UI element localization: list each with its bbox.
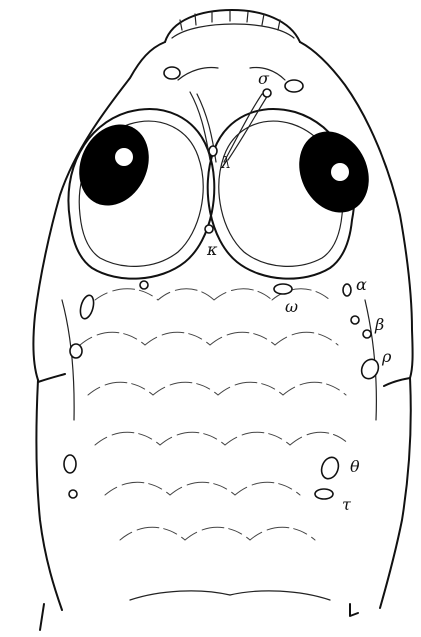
label-tau: τ xyxy=(342,495,352,514)
label-beta: β xyxy=(374,315,384,334)
pore-right-nostril xyxy=(285,80,303,92)
label-alpha: α xyxy=(356,275,367,294)
pore-beta-2 xyxy=(363,330,371,338)
pore-theta xyxy=(319,455,342,481)
body-outline xyxy=(36,374,410,610)
pore-lambda xyxy=(209,146,217,156)
scale-pattern xyxy=(80,289,350,600)
pore-left-upper xyxy=(78,294,96,320)
pore-beta-1 xyxy=(351,316,359,324)
pore-left-lower-1 xyxy=(64,455,76,473)
left-eye-glint xyxy=(115,148,133,166)
head-outline xyxy=(33,42,412,380)
pore-left-nostril xyxy=(164,67,180,79)
pore-omega xyxy=(274,284,292,294)
pore-rho xyxy=(359,357,382,382)
label-rho: ρ xyxy=(381,347,392,366)
pore-alpha xyxy=(343,284,351,296)
pore-left-lower-2 xyxy=(69,490,77,498)
pore-left-cheek xyxy=(140,281,148,289)
fin-marks xyxy=(40,604,358,630)
pore-tau xyxy=(315,489,333,499)
cheek-lines xyxy=(62,300,376,420)
label-kappa: κ xyxy=(206,240,218,259)
pore-left-middle xyxy=(70,344,82,358)
right-eye-glint xyxy=(331,163,349,181)
pore-kappa xyxy=(205,225,213,233)
snout xyxy=(165,10,300,42)
label-lambda: λ xyxy=(220,153,231,172)
left-pupil xyxy=(66,113,161,217)
label-omega: ω xyxy=(285,297,298,316)
labels: σ λ κ α ω β ρ θ τ xyxy=(206,69,392,514)
label-sigma: σ xyxy=(258,69,270,88)
right-eye xyxy=(208,109,382,279)
label-theta: θ xyxy=(350,457,360,476)
pore-sigma xyxy=(263,89,271,97)
